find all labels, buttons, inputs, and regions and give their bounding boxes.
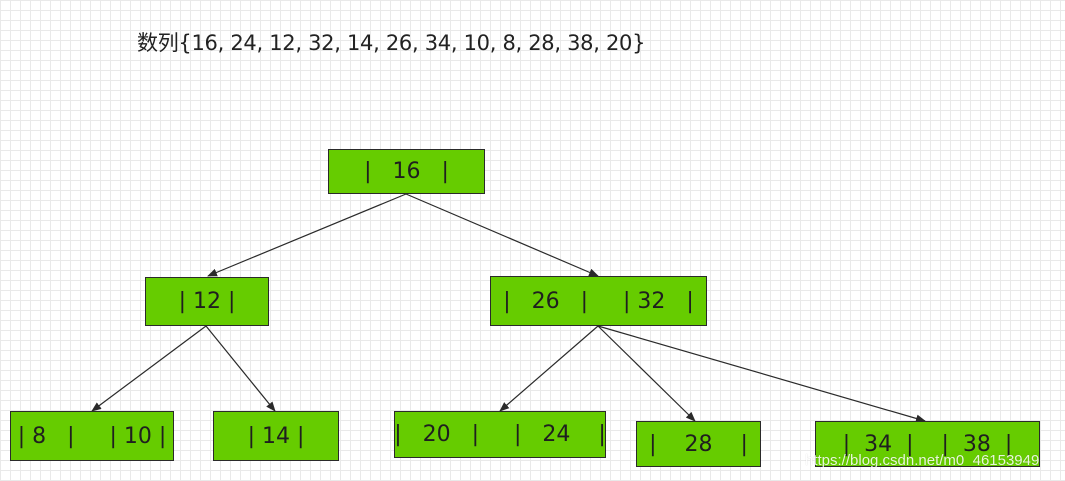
edge-left-to-leaf1 [91,325,207,412]
node-leaf-20-24: | 20 | | 24 | [394,411,606,458]
edge-root-to-left [207,193,407,277]
watermark-text: https://blog.csdn.net/m0_46153949 [805,452,1040,469]
node-leaf-34-38: | 34 | | 38 | [815,421,1040,467]
node-left: | 12 | [145,277,269,326]
sequence-title: 数列{16, 24, 12, 32, 14, 26, 34, 10, 8, 28… [137,31,646,55]
edge-left-to-leaf2 [205,325,276,412]
node-leaf-28: | 28 | [636,421,761,467]
edge-right-to-leaf5 [597,325,926,423]
node-leaf-14: | 14 | [213,411,339,461]
edge-root-to-right [405,193,599,277]
node-right: | 26 | | 32 | [490,276,707,326]
edge-right-to-leaf4 [597,325,696,422]
node-root: | 16 | [328,149,485,194]
edge-right-to-leaf3 [499,325,599,412]
node-leaf-8-10: | 8 | | 10 | [10,411,174,461]
